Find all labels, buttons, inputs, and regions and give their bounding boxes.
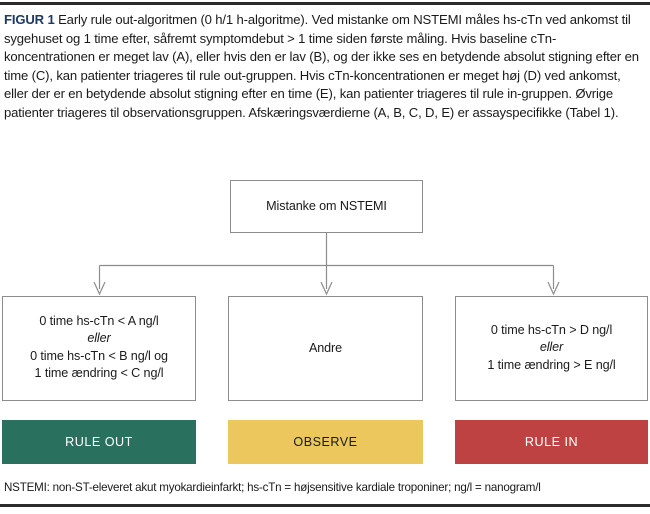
outcome-bar-observe[interactable]: OBSERVE — [228, 420, 423, 464]
criteria-line: Andre — [308, 340, 343, 355]
node-left-lines: 0 time hs-cTn < A ng/l eller 0 time hs-c… — [24, 313, 174, 383]
node-rule-out-criteria[interactable]: 0 time hs-cTn < A ng/l eller 0 time hs-c… — [2, 296, 196, 401]
node-mistanke-om-nstemi[interactable]: Mistanke om NSTEMI — [230, 180, 423, 233]
flowchart: Mistanke om NSTEMI 0 time hs-cTn < A ng/… — [0, 172, 650, 472]
outcome-label-observe: OBSERVE — [293, 435, 358, 449]
criteria-line: 0 time hs-cTn > D ng/l — [490, 322, 613, 337]
figure-caption-text: Early rule out-algoritmen (0 h/1 h-algor… — [4, 12, 639, 120]
criteria-line-eller: eller — [87, 331, 111, 345]
figure-label: FIGUR 1 — [4, 12, 55, 27]
criteria-line: 1 time ændring > E ng/l — [487, 357, 616, 372]
criteria-line: 1 time ændring < C ng/l — [34, 366, 164, 380]
criteria-line: 0 time hs-cTn < B ng/l og — [30, 348, 168, 363]
node-middle-lines: Andre — [303, 340, 348, 358]
outcome-label-rule-in: RULE IN — [524, 435, 579, 449]
figure-caption: FIGUR 1 Early rule out-algoritmen (0 h/1… — [4, 11, 647, 123]
outcome-bar-rule-out[interactable]: RULE OUT — [2, 420, 196, 464]
figure-footnote: NSTEMI: non-ST-eleveret akut myokardiein… — [4, 481, 541, 494]
bottom-divider — [0, 504, 650, 507]
criteria-line-eller: eller — [539, 340, 564, 355]
outcome-bar-rule-in[interactable]: RULE IN — [455, 420, 648, 464]
criteria-line: 0 time hs-cTn < A ng/l — [39, 313, 159, 328]
node-root-label: Mistanke om NSTEMI — [266, 198, 387, 213]
node-right-lines: 0 time hs-cTn > D ng/l eller 1 time ændr… — [481, 322, 621, 375]
node-observe-criteria[interactable]: Andre — [228, 296, 423, 401]
node-rule-in-criteria[interactable]: 0 time hs-cTn > D ng/l eller 1 time ændr… — [455, 296, 648, 401]
outcome-label-rule-out: RULE OUT — [65, 435, 133, 449]
top-divider — [0, 2, 650, 5]
